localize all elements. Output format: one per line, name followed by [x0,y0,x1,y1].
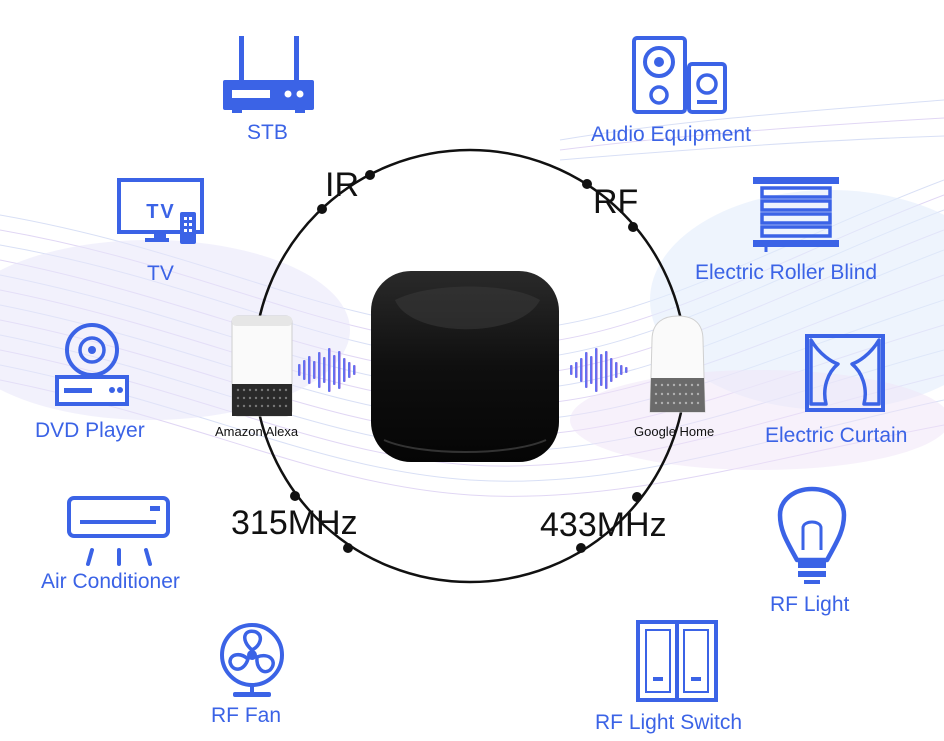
device-label-switch: RF Light Switch [595,711,743,734]
device-label-ac: Air Conditioner [41,570,180,593]
device-label-stb: STB [247,121,288,144]
ring-dot [317,204,327,214]
ring-dot [343,543,353,553]
ring-dot [576,543,586,553]
device-label-tv: TV [147,262,174,285]
ring-dot [632,492,642,502]
ring-dot [290,491,300,501]
device-label-audio: Audio Equipment [591,123,751,146]
speaker-label-alexa: Amazon Alexa [215,424,299,439]
protocol-rf: RF [593,183,639,221]
ring-dot [628,222,638,232]
device-label-dvd: DVD Player [35,419,145,442]
device-label-blind: Electric Roller Blind [695,261,878,284]
device-label-fan: RF Fan [211,704,282,727]
protocol-433mhz: 433MHz [540,506,667,544]
ring-dot [582,179,592,189]
protocol-ir: IR [325,166,359,204]
ring-dot [365,170,375,180]
tv-screen-text: TV [146,201,176,223]
device-label-curtain: Electric Curtain [765,424,908,447]
protocol-315mhz: 315MHz [231,504,358,542]
device-label-light: RF Light [770,593,850,616]
speaker-label-google: Google Home [634,424,715,439]
